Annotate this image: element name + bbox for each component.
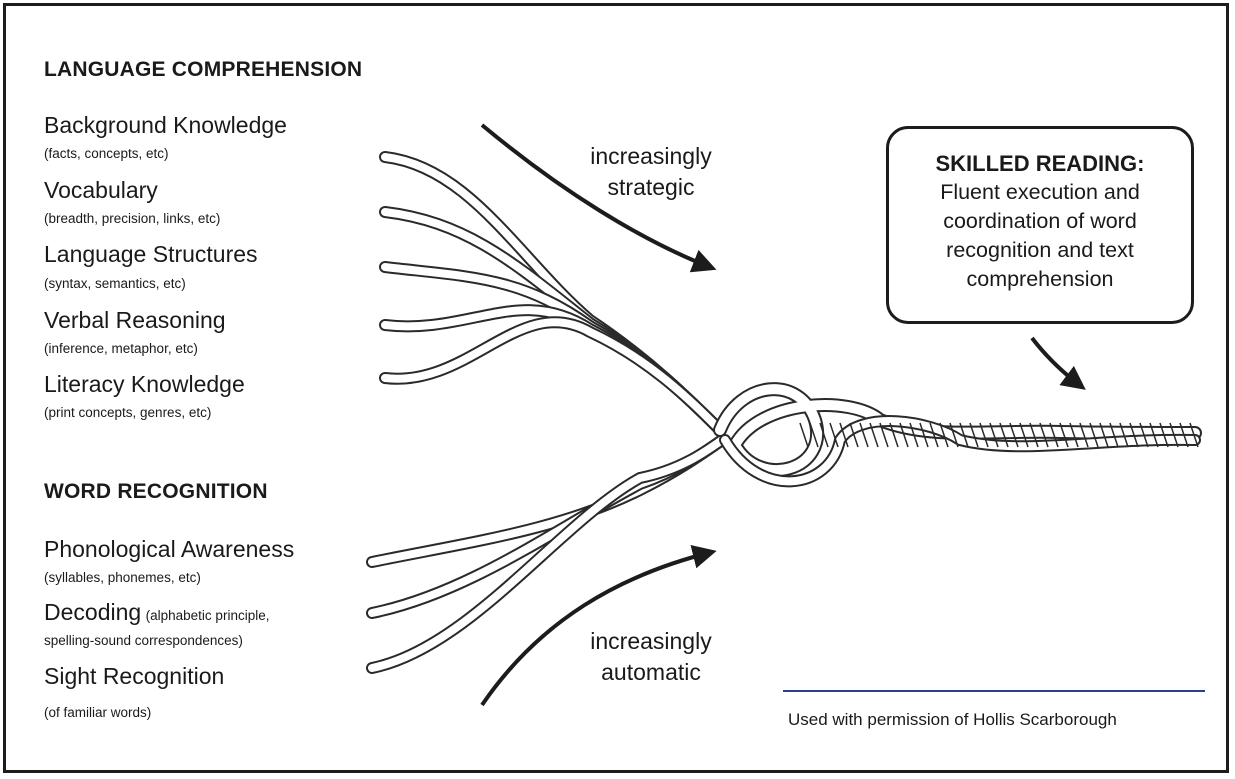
item-detail: spelling-sound correspondences) — [44, 633, 243, 648]
skilled-reading-line: comprehension — [889, 265, 1191, 294]
item-inline-detail: (alphabetic principle, — [146, 608, 270, 623]
item-detail: (of familiar words) — [44, 705, 151, 720]
credit-text: Used with permission of Hollis Scarborou… — [788, 710, 1117, 730]
skilled-reading-line: coordination of word — [889, 207, 1191, 236]
skilled-arrow — [1032, 338, 1082, 387]
word-recognition-title: WORD RECOGNITION — [44, 480, 268, 504]
item-name: Phonological Awareness — [44, 536, 294, 563]
credit-divider — [783, 690, 1205, 692]
item-name: Background Knowledge — [44, 112, 287, 139]
item-detail: (inference, metaphor, etc) — [44, 341, 198, 356]
item-detail: (facts, concepts, etc) — [44, 146, 169, 161]
skilled-reading-callout: SKILLED READING: Fluent execution and co… — [886, 126, 1194, 324]
skilled-reading-line: recognition and text — [889, 236, 1191, 265]
rope-twist-mark — [800, 423, 808, 447]
item-name: Vocabulary — [44, 177, 158, 204]
skilled-reading-heading: SKILLED READING: — [889, 149, 1191, 178]
decoding-line: Decoding (alphabetic principle, — [44, 599, 269, 626]
automatic-label-line1: increasingly — [551, 626, 751, 657]
strategic-label-line1: increasingly — [551, 141, 751, 172]
item-name: Sight Recognition — [44, 663, 224, 690]
item-name: Literacy Knowledge — [44, 371, 245, 398]
item-detail: (syllables, phonemes, etc) — [44, 570, 201, 585]
language-comprehension-title: LANGUAGE COMPREHENSION — [44, 58, 362, 82]
skilled-reading-line: Fluent execution and — [889, 178, 1191, 207]
item-detail: (syntax, semantics, etc) — [44, 276, 186, 291]
item-detail: (breadth, precision, links, etc) — [44, 211, 220, 226]
item-name: Verbal Reasoning — [44, 307, 226, 334]
automatic-label: increasingly automatic — [551, 626, 751, 688]
strategic-label: increasingly strategic — [551, 141, 751, 203]
item-name: Decoding — [44, 599, 141, 625]
automatic-label-line2: automatic — [551, 657, 751, 688]
strategic-label-line2: strategic — [551, 172, 751, 203]
item-name: Language Structures — [44, 241, 258, 268]
item-detail: (print concepts, genres, etc) — [44, 405, 211, 420]
